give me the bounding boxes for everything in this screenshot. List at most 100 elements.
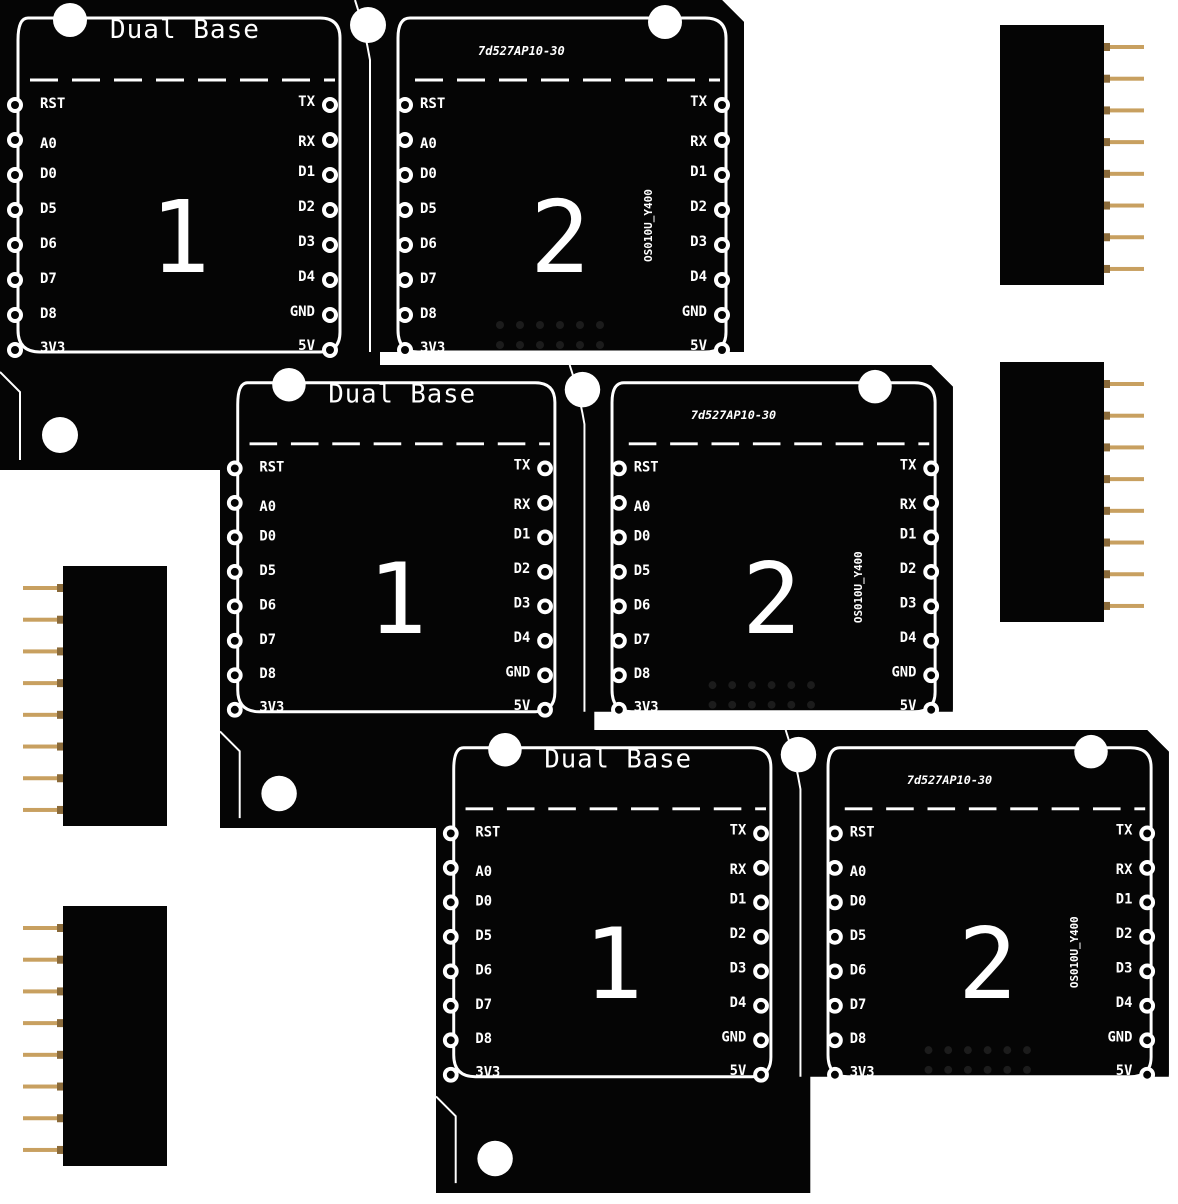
- pin-label-left: D7: [850, 997, 867, 1013]
- module-number-2: 2: [742, 543, 801, 657]
- pin-label-right: TX: [730, 822, 747, 838]
- pin-label-right: D1: [730, 891, 747, 907]
- pin-label-right: RX: [298, 134, 315, 150]
- pin-label-right: 5V: [514, 698, 531, 714]
- pin-label-left: D0: [259, 528, 276, 544]
- pin-label-left: D6: [475, 962, 492, 978]
- pin-label-left: A0: [420, 136, 437, 152]
- header-pin: [23, 957, 63, 962]
- pin-label-right: D3: [1116, 960, 1133, 976]
- pin-label-left: D8: [850, 1031, 867, 1047]
- headers-layer: [23, 25, 1144, 1166]
- pin-label-left: 3V3: [634, 700, 659, 716]
- part-code: 7d527AP10-30: [907, 773, 992, 787]
- pin-label-left: D6: [420, 236, 437, 252]
- pin-label-left: D5: [634, 563, 651, 579]
- pin-label-left: D7: [259, 632, 276, 648]
- pin-label-left: D0: [475, 893, 492, 909]
- board-title: Dual Base: [328, 379, 476, 409]
- header-pin: [1104, 203, 1144, 208]
- pin-label-left: A0: [475, 864, 492, 880]
- header-pin: [23, 1084, 63, 1089]
- pin-label-right: D4: [690, 269, 707, 285]
- pin-label-left: RST: [850, 824, 875, 840]
- board-title: Dual Base: [544, 744, 692, 774]
- pin-label-left: D0: [634, 528, 651, 544]
- header-pin: [1104, 445, 1144, 450]
- header-pin: [1104, 108, 1144, 113]
- part-code: 7d527AP10-30: [478, 44, 565, 58]
- vertical-code: OS010U_Y400: [1068, 916, 1081, 988]
- pin-label-left: A0: [850, 864, 867, 880]
- header-pin: [23, 1116, 63, 1121]
- part-code: 7d527AP10-30: [691, 408, 776, 422]
- pin-label-right: RX: [1116, 862, 1133, 878]
- pin-label-right: GND: [682, 304, 707, 320]
- pin-label-left: RST: [475, 824, 500, 840]
- pin-label-right: TX: [514, 457, 531, 473]
- header-pin: [23, 649, 63, 654]
- pin-label-left: D0: [850, 893, 867, 909]
- header-pin: [1104, 266, 1144, 271]
- pin-label-right: RX: [900, 497, 917, 513]
- pin-label-left: 3V3: [40, 340, 65, 356]
- pin-label-right: D4: [900, 630, 917, 646]
- header-pin: [1104, 140, 1144, 145]
- pin-label-left: D8: [40, 306, 57, 322]
- pin-label-right: D1: [1116, 891, 1133, 907]
- pin-label-left: D6: [634, 597, 651, 613]
- pin-label-right: GND: [290, 304, 315, 320]
- pin-label-left: D6: [259, 597, 276, 613]
- pin-header-middle-left: [23, 566, 167, 826]
- pin-label-left: 3V3: [259, 700, 284, 716]
- header-pin: [1104, 235, 1144, 240]
- pin-label-left: RST: [634, 459, 659, 475]
- pin-label-right: GND: [1107, 1029, 1132, 1045]
- pin-label-left: A0: [634, 499, 651, 515]
- pin-label-left: RST: [40, 96, 65, 112]
- pin-label-left: A0: [259, 499, 276, 515]
- pin-label-left: D7: [475, 997, 492, 1013]
- header-pin: [23, 776, 63, 781]
- pin-label-left: D5: [259, 563, 276, 579]
- pin-label-left: D8: [259, 666, 276, 682]
- pin-label-left: 3V3: [475, 1065, 500, 1081]
- header-pin: [23, 744, 63, 749]
- pin-label-left: D5: [420, 201, 437, 217]
- pin-label-left: D5: [475, 928, 492, 944]
- header-pin: [23, 681, 63, 686]
- pin-label-right: D1: [298, 164, 315, 180]
- header-pin: [1104, 171, 1144, 176]
- pin-label-left: 3V3: [850, 1065, 875, 1081]
- pin-label-right: D3: [690, 234, 707, 250]
- pin-label-right: D4: [1116, 995, 1133, 1011]
- pin-label-left: D0: [40, 166, 57, 182]
- header-pin: [1104, 572, 1144, 577]
- pin-label-left: D8: [475, 1031, 492, 1047]
- pin-label-right: 5V: [690, 338, 707, 354]
- header-pin: [1104, 382, 1144, 386]
- header-pin: [23, 989, 63, 994]
- board-title: Dual Base: [110, 15, 260, 45]
- pin-label-right: D4: [298, 269, 315, 285]
- header-pin: [23, 1021, 63, 1026]
- module-number-1: 1: [584, 908, 643, 1022]
- pin-label-left: D6: [850, 962, 867, 978]
- vertical-code: OS010U_Y400: [642, 189, 655, 262]
- header-pin: [23, 926, 63, 930]
- header-pin: [1104, 603, 1144, 608]
- pin-label-right: TX: [900, 457, 917, 473]
- pin-label-right: RX: [514, 497, 531, 513]
- pin-label-right: D2: [298, 199, 315, 215]
- header-pin: [1104, 477, 1144, 482]
- header-pin: [1104, 76, 1144, 81]
- header-pin: [23, 712, 63, 717]
- pin-label-right: D2: [690, 199, 707, 215]
- pin-label-right: D2: [900, 561, 917, 577]
- pin-label-right: D2: [514, 561, 531, 577]
- pin-label-right: D1: [690, 164, 707, 180]
- pin-label-left: D8: [634, 666, 651, 682]
